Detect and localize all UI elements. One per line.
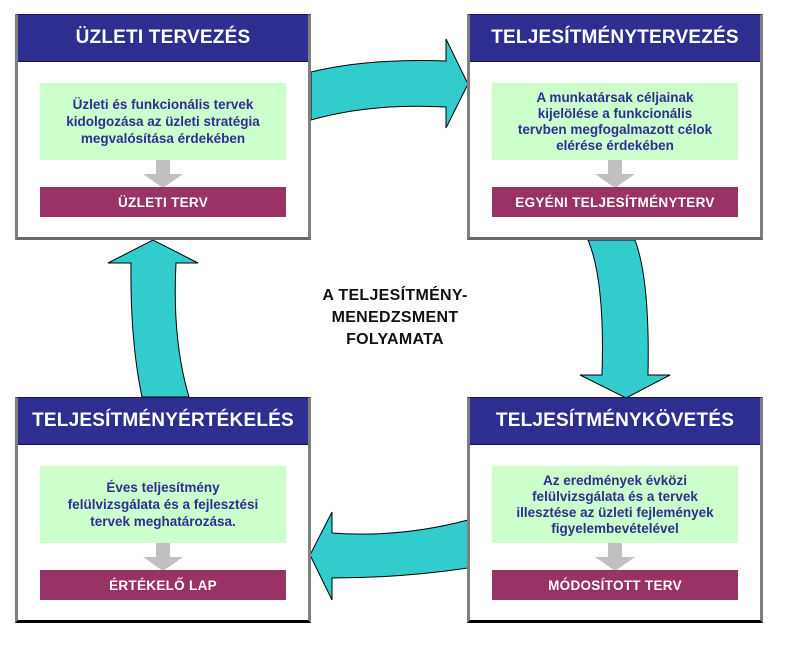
stage-output: EGYÉNI TELJESÍTMÉNYTERV bbox=[492, 187, 738, 217]
down-arrow-icon bbox=[143, 543, 183, 571]
stage-output: ÜZLETI TERV bbox=[40, 187, 286, 217]
down-arrow-icon bbox=[143, 160, 183, 188]
arrow-right-icon bbox=[310, 38, 469, 129]
stage-title: TELJESÍTMÉNYKÖVETÉS bbox=[470, 398, 760, 445]
stage-performance-evaluation: TELJESÍTMÉNYÉRTÉKELÉS Éves teljesítmény … bbox=[15, 397, 311, 623]
stage-performance-planning: TELJESÍTMÉNYTERVEZÉS A munkatársak célja… bbox=[467, 14, 763, 240]
stage-output: MÓDOSÍTOTT TERV bbox=[492, 570, 738, 600]
stage-description: A munkatársak céljainak kijelölése a fun… bbox=[492, 83, 738, 160]
diagram-title: A TELJESÍTMÉNY- MENEDZSMENT FOLYAMATA bbox=[322, 287, 468, 348]
arrow-up-icon bbox=[107, 239, 199, 398]
down-arrow-icon bbox=[595, 160, 635, 188]
arrow-left-icon bbox=[309, 511, 469, 601]
stage-title: TELJESÍTMÉNYÉRTÉKELÉS bbox=[18, 398, 308, 445]
stage-performance-monitoring: TELJESÍTMÉNYKÖVETÉS Az eredmények évközi… bbox=[467, 397, 763, 623]
stage-title: TELJESÍTMÉNYTERVEZÉS bbox=[470, 15, 760, 62]
stage-title: ÜZLETI TERVEZÉS bbox=[18, 15, 308, 62]
stage-business-planning: ÜZLETI TERVEZÉS Üzleti és funkcionális t… bbox=[15, 14, 311, 240]
stage-description: Az eredmények évközi felülvizsgálata és … bbox=[492, 466, 738, 543]
stage-output: ÉRTÉKELŐ LAP bbox=[40, 570, 286, 600]
down-arrow-icon bbox=[595, 543, 635, 571]
stage-description: Éves teljesítmény felülvizsgálata és a f… bbox=[40, 466, 286, 543]
arrow-down-icon bbox=[579, 239, 671, 399]
stage-description: Üzleti és funkcionális tervek kidolgozás… bbox=[40, 83, 286, 160]
